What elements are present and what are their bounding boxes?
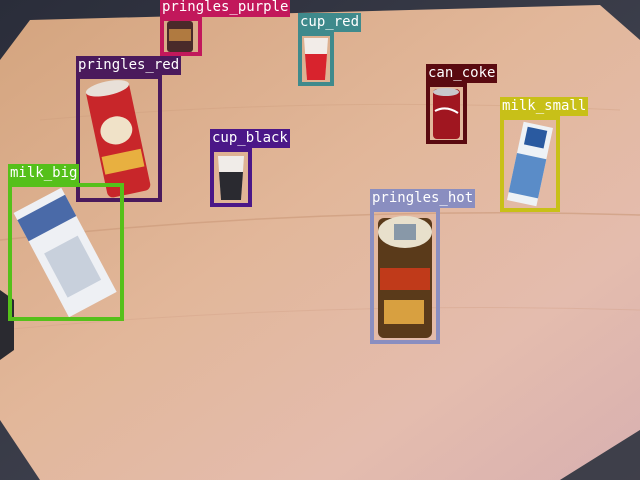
detection-label: can_coke (426, 64, 498, 83)
detection-pringles-red: pringles_red (76, 56, 182, 202)
bounding-box (160, 17, 202, 56)
bounding-box (210, 148, 252, 207)
detection-pringles-purple: pringles_purple (160, 0, 291, 56)
milk-small-object (507, 121, 553, 207)
bounding-box (426, 83, 467, 144)
detection-label: pringles_red (76, 56, 182, 75)
detection-label: cup_black (210, 129, 290, 148)
detection-milk-big: milk_big (8, 164, 124, 321)
detection-pringles-hot: pringles_hot (370, 189, 476, 344)
detection-milk-small: milk_small (500, 97, 589, 212)
pringles-hot-object (378, 216, 432, 338)
detection-label: pringles_purple (160, 0, 291, 17)
detection-cup-red: cup_red (298, 13, 362, 86)
detection-label: milk_big (8, 164, 80, 183)
bounding-box (370, 208, 440, 344)
pringles-purple-object (167, 21, 193, 52)
detection-label: cup_red (298, 13, 362, 32)
detection-label: milk_small (500, 97, 589, 116)
cup-red-object (304, 38, 328, 80)
milk-big-object (13, 187, 117, 318)
cup-black-object (218, 156, 244, 200)
bounding-box (500, 116, 560, 212)
detection-can-coke: can_coke (426, 64, 498, 144)
bounding-box (8, 183, 124, 321)
bounding-box (76, 75, 162, 202)
pringles-red-object (85, 80, 151, 198)
detection-cup-black: cup_black (210, 129, 290, 207)
bounding-box (298, 32, 334, 86)
detection-label: pringles_hot (370, 189, 476, 208)
can-coke-object (433, 88, 460, 139)
